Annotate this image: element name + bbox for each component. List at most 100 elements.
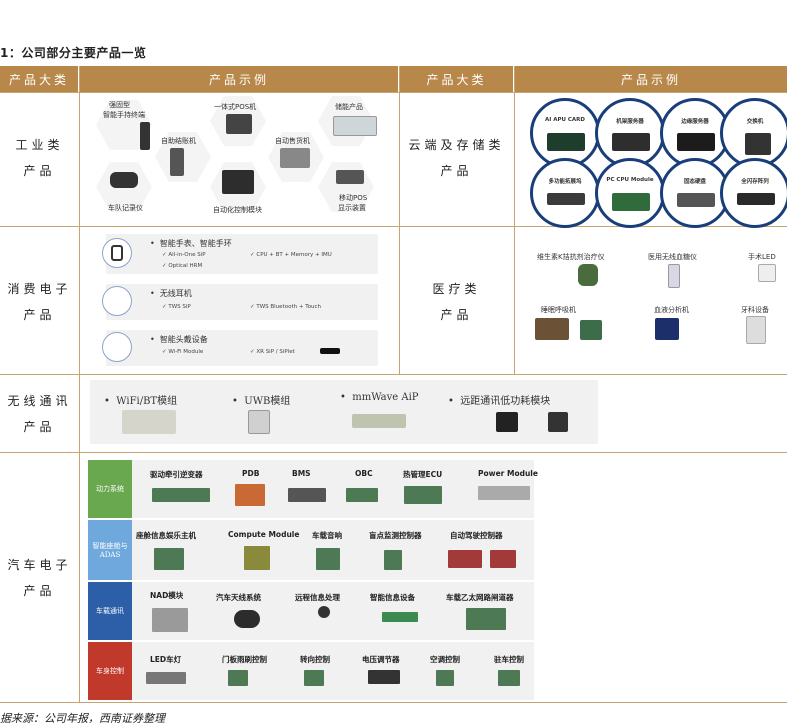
watch-title: • 智能手表、智能手环 (150, 239, 232, 248)
led-lamp-image (146, 672, 186, 684)
auto-band (132, 642, 534, 700)
product-label: 维生素K拮抗剂治疗仪 (537, 253, 605, 261)
category-industrial: 工业类产品 (15, 138, 64, 178)
surgical-led-image (758, 264, 776, 282)
wifi-module-image (122, 410, 176, 434)
product-circle: 多功能拓展坞 (530, 158, 600, 228)
product-label: 牙科设备 (741, 306, 769, 314)
board-image (152, 488, 210, 502)
category-medical: 医疗类产品 (432, 282, 481, 322)
auto-group-power: 动力系统 (88, 460, 132, 518)
product-label: 自助结账机 (161, 137, 196, 145)
parking-image (498, 670, 520, 686)
mobile-pos-image (336, 170, 364, 184)
auto-item-label: 空调控制 (430, 655, 460, 664)
product-label: 手术LED (748, 253, 776, 261)
auto-item-label: 热管理ECU (403, 470, 443, 479)
lpwan-chip-image (496, 412, 518, 432)
grid-line (0, 702, 787, 703)
header-category-right: 产品大类 (400, 66, 513, 92)
consumer-band (106, 284, 378, 320)
smart-device-image (382, 612, 418, 622)
product-circle: PC CPU Module (595, 158, 665, 228)
auto-item-label: 汽车天线系统 (216, 593, 261, 602)
product-label: 储能产品 (335, 103, 363, 111)
glucose-meter-image (668, 264, 680, 288)
auto-item-label: 门板雨刷控制 (222, 655, 267, 664)
product-label: 移动POS (339, 194, 368, 202)
gateway-image (466, 608, 506, 630)
headset-sub: ✓ XR SiP / SiPlet (250, 349, 295, 355)
auto-item-label: 转向控制 (300, 655, 330, 664)
product-table: 产品大类 产品示例 产品大类 产品示例 工业类产品 云端及存储类产品 消费电子产… (0, 66, 787, 703)
category-consumer: 消费电子产品 (7, 282, 72, 322)
auto-group-cockpit: 智能座舱与ADAS (88, 520, 132, 580)
vending-image (280, 148, 310, 168)
antenna-image (234, 610, 260, 628)
product-label: 强固型 (109, 101, 130, 109)
pos-image (226, 114, 252, 134)
adas-image (490, 550, 516, 568)
xr-sip-image (320, 348, 340, 354)
headset-sub: ✓ Wi-Fi Module (162, 349, 204, 355)
header-examples-left: 产品示例 (80, 66, 398, 92)
auto-item-label: 盲点监测控制器 (369, 531, 422, 540)
ecu-image (404, 486, 442, 504)
grid-line (399, 66, 400, 374)
dental-equipment-image (746, 316, 766, 344)
auto-item-label: Compute Module (228, 530, 300, 539)
product-label: 自动化控制模块 (213, 206, 262, 214)
control-module-image (222, 170, 254, 194)
category-wireless: 无线通讯产品 (7, 394, 72, 434)
product-label: 一体式POS机 (214, 103, 257, 111)
auto-item-label: 电压调节器 (362, 655, 400, 664)
headset-title: • 智能头戴设备 (150, 335, 208, 344)
obc-image (346, 488, 378, 502)
hvac-image (436, 670, 454, 686)
watch-sub: ✓ Optical HRM (162, 263, 203, 269)
auto-item-label: 车载乙太网路闸道器 (446, 593, 514, 602)
auto-item-label: NAD模块 (150, 591, 184, 600)
product-label: 自动售货机 (275, 137, 310, 145)
kiosk-image (170, 148, 184, 176)
headset-icon (102, 332, 132, 362)
dashcam-image (110, 172, 138, 188)
grid-line (79, 66, 80, 702)
watch-sub: ✓ CPU + BT + Memory + IMU (250, 252, 332, 258)
bsm-image (384, 550, 402, 570)
auto-group-comm: 车载通讯 (88, 582, 132, 640)
auto-item-label: OBC (355, 469, 373, 478)
infotainment-image (154, 548, 184, 570)
uwb-title: • UWB模组 (232, 396, 291, 407)
earbuds-title: • 无线耳机 (150, 289, 192, 298)
auto-item-label: PDB (242, 469, 260, 478)
grid-line (0, 374, 787, 375)
board-image (580, 320, 602, 340)
auto-item-label: 驱动牵引逆变器 (150, 470, 203, 479)
watch-sub: ✓ All-in-One SiP (162, 252, 206, 258)
grid-line (0, 226, 787, 227)
auto-item-label: 自动驾驶控制器 (450, 531, 503, 540)
mmwave-title: • mmWave AiP (340, 392, 419, 403)
source-note: 据来源：公司年报，西南证券整理 (0, 712, 165, 725)
auto-item-label: Power Module (478, 469, 538, 478)
energy-storage-image (333, 116, 377, 136)
steering-image (304, 670, 324, 686)
product-label: 车队记录仪 (108, 204, 143, 212)
product-label: 血液分析机 (654, 306, 689, 314)
auto-item-label: 车载音响 (312, 531, 342, 540)
grid-line (0, 92, 787, 93)
grid-line (0, 452, 787, 453)
cpap-image (535, 318, 569, 340)
audio-image (316, 548, 340, 570)
product-circle: 边缘服务器 (660, 98, 730, 168)
product-label: 睡眠呼吸机 (541, 306, 576, 314)
door-control-image (228, 670, 248, 686)
telematics-image (318, 606, 330, 618)
bms-image (288, 488, 326, 502)
product-label: 医用无线血糖仪 (648, 253, 697, 261)
uwb-module-image (248, 410, 270, 434)
compute-module-image (244, 546, 270, 570)
auto-item-label: 座舱信息娱乐主机 (136, 531, 196, 540)
figure-caption: 1：公司部分主要产品一览 (0, 46, 147, 60)
